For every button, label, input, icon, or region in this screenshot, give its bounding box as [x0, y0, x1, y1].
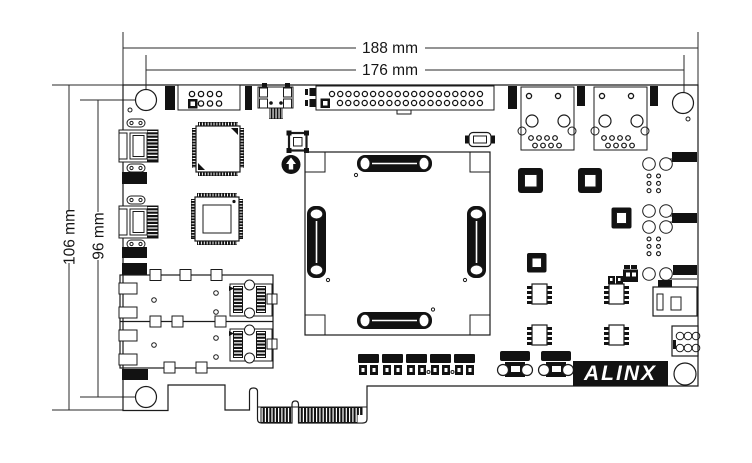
qfn-chip-c: [611, 207, 632, 229]
edge-pad-bar-1: [165, 86, 175, 110]
qfn-chip-d: [527, 253, 547, 273]
push-button-2: [537, 351, 575, 377]
edge-pad-bar-2: [245, 86, 252, 110]
ethernet-jack-1: [517, 86, 577, 151]
mounting-hole-bottom-right: [673, 362, 697, 386]
edge-pad-bar-4: [577, 86, 585, 106]
usb-connector-footprint-2: [642, 220, 697, 281]
mounting-hole-top-right: [671, 91, 695, 122]
b2b-connector-left: [307, 206, 331, 283]
qfn-chip-small: [286, 130, 309, 153]
hdmi-connector-2: [118, 195, 159, 275]
dc-power-jack: [652, 280, 698, 317]
qfp-chip-1: [192, 122, 244, 176]
soic-chip-3: [604, 283, 629, 305]
micro-usb-connector: [257, 83, 294, 119]
usb-connector-footprint-1: [642, 157, 697, 218]
push-button-1: [496, 351, 534, 377]
dimension-label-188mm: 188 mm: [362, 40, 418, 57]
sfp-connector-2: [229, 324, 273, 364]
sfp-cage: [118, 269, 278, 374]
mounting-hole-bottom-left: [134, 385, 158, 409]
fpga-chip: [191, 193, 243, 245]
soic-chip-4: [604, 324, 629, 346]
edge-pad-bar-3: [508, 86, 517, 109]
edge-pad-bar-8: [673, 265, 697, 275]
jtag-header-2x5: [177, 84, 241, 111]
alinx-logo-text: ALINX: [583, 362, 657, 385]
som-module-outline: [304, 151, 491, 336]
pcie-edge-connector: [257, 406, 367, 423]
ethernet-jack-2: [590, 86, 650, 151]
mounting-hole-top-left: [127, 88, 158, 113]
buzzer-component: [465, 131, 495, 148]
dimension-label-176mm: 176 mm: [362, 62, 418, 79]
edge-pad-bar-6: [672, 152, 697, 162]
b2b-connector-bottom: [357, 307, 436, 329]
hdmi-connector-1: [118, 118, 159, 184]
jumper-header: [608, 265, 638, 284]
qfn-chip-b: [578, 168, 602, 193]
pin-header-2x3: [671, 325, 701, 357]
b2b-connector-right: [462, 206, 486, 283]
board-outline: [122, 84, 699, 424]
gpio-header-40pin: [315, 85, 495, 115]
dimension-label-96mm: 96 mm: [91, 212, 108, 259]
soic-chip-2: [527, 324, 552, 346]
dimension-label-106mm: 106 mm: [62, 209, 79, 265]
edge-pad-bar-9: [122, 369, 148, 380]
edge-pad-bar-7: [672, 213, 697, 223]
sfp-connector-1: [229, 279, 273, 319]
alinx-logo: ALINX: [573, 361, 668, 386]
led-switch-row: [358, 354, 475, 375]
qfn-chip-a: [518, 168, 543, 193]
soic-chip-1: [527, 283, 552, 305]
power-arrow-icon: [281, 155, 301, 174]
edge-pads-small: [305, 88, 316, 107]
dimension-lines: [52, 32, 699, 411]
b2b-connector-top: [353, 155, 432, 178]
edge-pad-bar-5: [650, 86, 658, 106]
